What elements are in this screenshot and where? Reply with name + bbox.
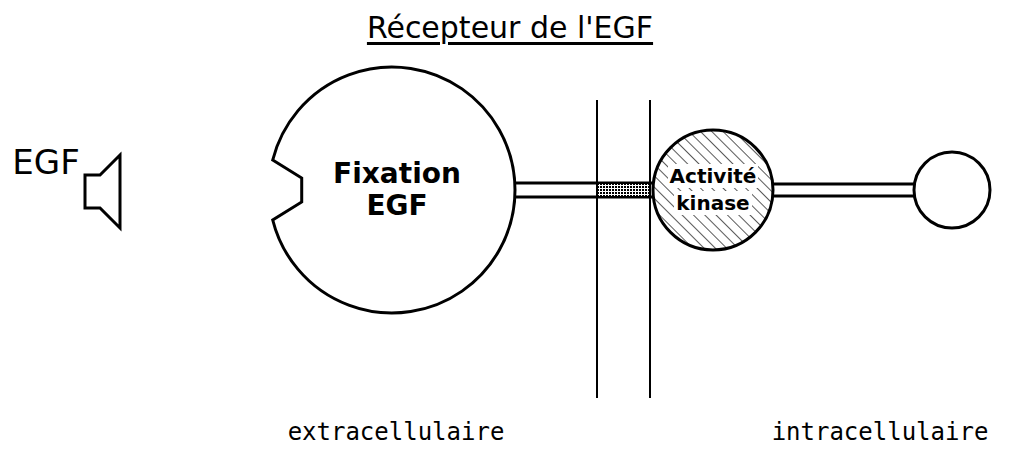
receptor-outline <box>273 67 515 313</box>
node-label-patch: Activité kinase <box>668 164 759 215</box>
node-text-holder: Fixation EGF <box>309 158 485 222</box>
stem-line <box>772 195 915 198</box>
ligand-label: EGF <box>6 142 86 182</box>
compartment-label: extracellulaire <box>276 418 516 446</box>
compartment-label: intracellulaire <box>760 418 1000 446</box>
kinase-domain: Activité kinase <box>651 128 775 252</box>
membrane-line <box>649 100 651 398</box>
membrane-line <box>596 100 598 398</box>
node-outline <box>651 128 775 252</box>
node-text-holder: Activité kinase <box>654 163 772 217</box>
node-label: Activité kinase <box>654 163 772 217</box>
terminal-domain <box>914 152 990 228</box>
kinase-outline <box>653 130 773 250</box>
stem-line <box>772 183 915 186</box>
transmembrane-segment <box>597 183 650 197</box>
node-label: Fixation EGF <box>309 158 485 222</box>
binding-domain: Fixation EGF <box>267 65 517 315</box>
egf-ligand <box>85 155 120 228</box>
stem-connector <box>514 183 654 197</box>
diagram-title: Récepteur de l'EGF <box>0 10 1020 45</box>
